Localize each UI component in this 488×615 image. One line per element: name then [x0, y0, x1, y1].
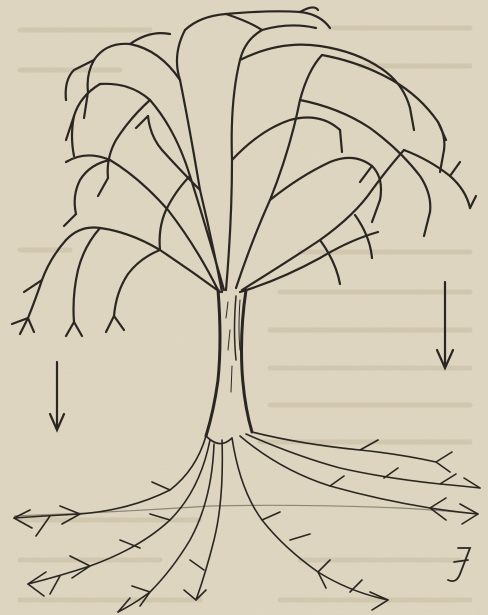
tree-illustration [0, 0, 488, 615]
illustration-canvas [0, 0, 488, 615]
